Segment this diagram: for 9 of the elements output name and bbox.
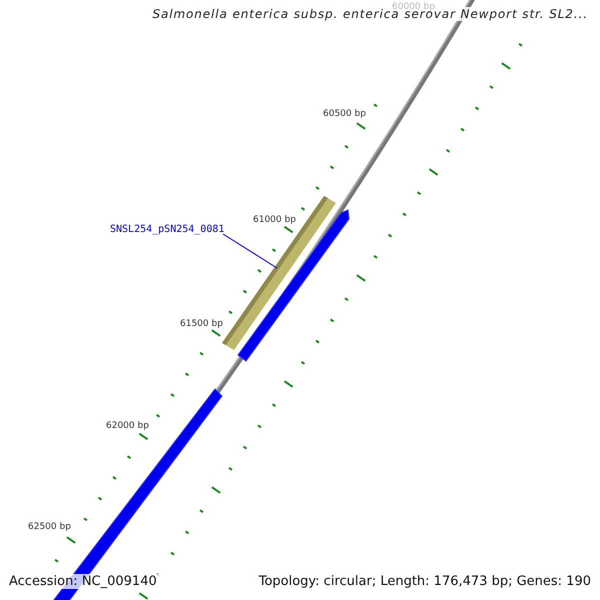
scale-label: 61500 bp [180,320,223,329]
scale-label: 60500 bp [323,110,366,119]
scale-label: 62000 bp [106,422,149,431]
scale-label: 62500 bp [28,523,71,532]
genome-info: Topology: circular; Length: 176,473 bp; Genes: 190 [258,575,591,588]
scale-label: 61000 bp [253,216,296,225]
gene-label: SNSL254_pSN254_0081 [110,225,224,235]
gene-feature-bar [222,196,336,350]
leader-line [222,234,278,268]
